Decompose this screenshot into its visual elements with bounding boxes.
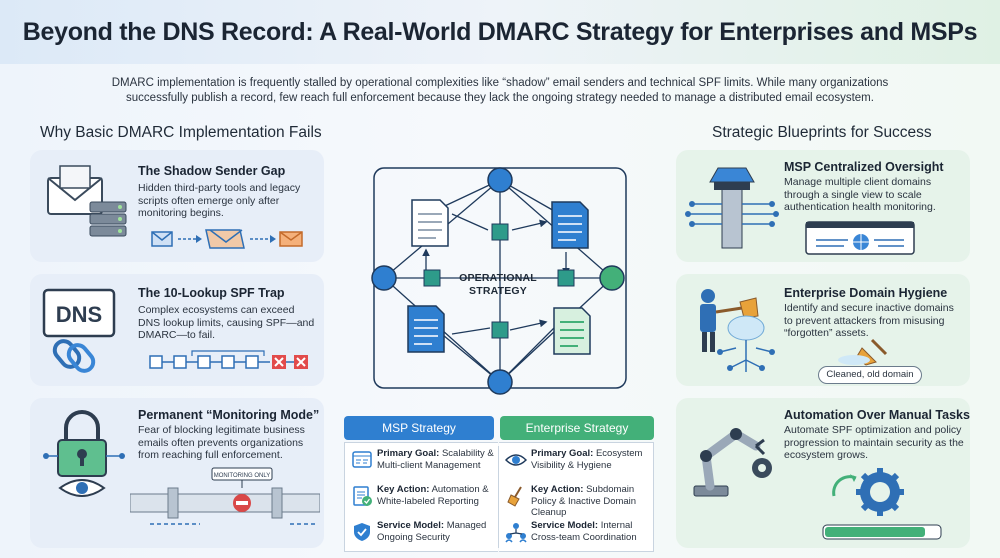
row-value: Subdomain Policy & Inactive Domain Clean… <box>531 484 637 518</box>
document-icon <box>411 199 449 247</box>
card-title: The 10-Lookup SPF Trap <box>138 286 285 300</box>
column-divider <box>498 446 499 548</box>
monitoring-mode-card: Permanent “Monitoring Mode” Fear of bloc… <box>30 398 324 548</box>
card-body: Hidden third-party tools and legacy scri… <box>138 182 301 219</box>
envelope-server-icon <box>47 165 127 237</box>
node-bottom <box>487 369 513 395</box>
row-value: Scalability & Multi-client Management <box>377 448 494 471</box>
robot-arm-icon <box>693 428 772 497</box>
square-node <box>557 269 575 287</box>
eye-icon <box>505 454 527 466</box>
monitoring-only-text: MONITORING ONLY <box>214 473 270 479</box>
strategy-row: Service Model: Internal Cross-team Coord… <box>499 517 653 553</box>
msp-strategy-column: Primary Goal: Scalability & Multi-client… <box>344 442 498 552</box>
strategy-row: Primary Goal: Ecosystem Visibility & Hyg… <box>499 445 653 481</box>
lock-eye-icon <box>43 410 125 497</box>
automation-card: Automation Over Manual Tasks Automate SP… <box>676 398 970 548</box>
progress-bar <box>822 524 942 540</box>
team-icon <box>505 523 527 543</box>
strategy-row: Primary Goal: Scalability & Multi-client… <box>345 445 498 481</box>
operational-strategy-label: OPERATIONAL STRATEGY <box>459 272 537 297</box>
dashboard-icon <box>805 221 915 255</box>
control-tower-icon <box>685 167 779 249</box>
card-title: Automation Over Manual Tasks <box>784 408 970 422</box>
report-icon <box>353 486 372 506</box>
square-node <box>491 223 509 241</box>
dns-chain-icon: DNS <box>42 288 116 373</box>
row-value: Automation & White-labeled Reporting <box>377 484 489 507</box>
cleaning-worker-icon <box>700 289 775 372</box>
card-body: Manage multiple client domains through a… <box>784 176 936 213</box>
card-title: Enterprise Domain Hygiene <box>784 286 948 300</box>
card-body: Fear of blocking legitimate business ema… <box>138 424 305 461</box>
strategy-row: Service Model: Managed Ongoing Security <box>345 517 498 553</box>
card-title: MSP Centralized Oversight <box>784 160 944 174</box>
cleaned-domain-badge: Cleaned, old domain <box>818 366 922 384</box>
dns-text: DNS <box>56 302 102 327</box>
lookup-chain-icon <box>149 350 308 369</box>
document-icon <box>553 307 591 355</box>
row-key: Service Model: <box>377 520 445 531</box>
node-left <box>371 265 397 291</box>
title-bar: Beyond the DNS Record: A Real-World DMAR… <box>0 0 1000 64</box>
broom-icon <box>838 338 888 366</box>
msp-oversight-card: MSP Centralized Oversight Manage multipl… <box>676 150 970 262</box>
page-title: Beyond the DNS Record: A Real-World DMAR… <box>22 17 978 46</box>
intro-paragraph: DMARC implementation is frequently stall… <box>111 77 889 104</box>
strategy-row: Key Action: Subdomain Policy & Inactive … <box>499 481 653 518</box>
spf-trap-card: DNS The 10-Lookup SPF Trap Complex ecosy… <box>30 274 324 386</box>
card-title: The Shadow Sender Gap <box>138 164 286 178</box>
row-key: Service Model: <box>531 520 599 531</box>
row-key: Primary Goal: <box>531 448 594 459</box>
square-node <box>423 269 441 287</box>
strategy-row: Key Action: Automation & White-labeled R… <box>345 481 498 517</box>
tab-enterprise-strategy[interactable]: Enterprise Strategy <box>500 416 654 440</box>
card-body: Complex ecosystems can exceed DNS lookup… <box>138 304 315 341</box>
tab-msp-strategy[interactable]: MSP Strategy <box>344 416 494 440</box>
row-key: Key Action: <box>377 484 430 495</box>
shield-icon <box>354 523 370 541</box>
node-right <box>599 265 625 291</box>
card-title: Permanent “Monitoring Mode” <box>138 408 320 422</box>
row-value: Ecosystem Visibility & Hygiene <box>531 448 643 471</box>
node-top <box>487 167 513 193</box>
operational-strategy-diagram <box>371 167 627 395</box>
pipeline-icon: MONITORING ONLY <box>130 467 320 525</box>
right-section-heading: Strategic Blueprints for Success <box>712 124 932 141</box>
document-icon <box>407 305 445 353</box>
row-key: Key Action: <box>531 484 584 495</box>
card-body: Automate SPF optimization and policy pro… <box>784 424 964 461</box>
shadow-sender-card: The Shadow Sender Gap Hidden third-party… <box>30 150 324 262</box>
broom-icon <box>507 486 522 507</box>
left-section-heading: Why Basic DMARC Implementation Fails <box>40 124 322 141</box>
row-value: Managed Ongoing Security <box>377 520 487 543</box>
enterprise-strategy-column: Primary Goal: Ecosystem Visibility & Hyg… <box>499 442 654 552</box>
row-value: Internal Cross-team Coordination <box>531 520 637 543</box>
row-key: Primary Goal: <box>377 448 440 459</box>
document-icon <box>551 201 589 249</box>
card-body: Identify and secure inactive domains to … <box>784 302 954 339</box>
square-node <box>491 321 509 339</box>
dashboard-icon <box>352 451 372 468</box>
gear-icon <box>832 468 904 516</box>
shadow-email-flow-icon <box>151 229 303 249</box>
